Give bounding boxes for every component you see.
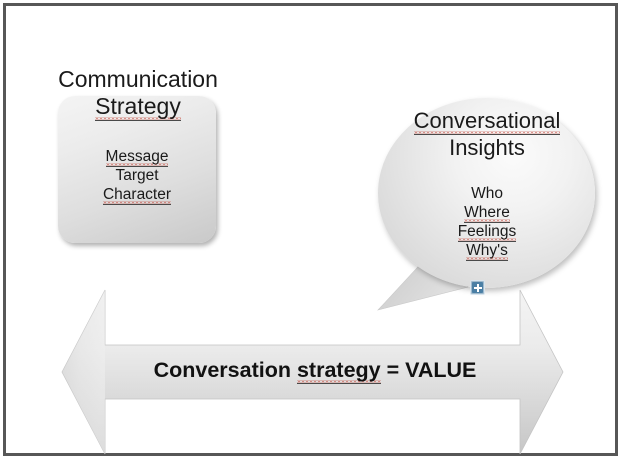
value-label-part3: = VALUE xyxy=(380,358,477,382)
strategy-item-target: Target xyxy=(115,166,159,184)
insights-item-whys: Why's xyxy=(466,241,508,261)
conversational-insights-title: Conversational Insights xyxy=(388,108,586,162)
strategy-title-line1: Communication xyxy=(58,66,218,92)
communication-strategy-shape[interactable] xyxy=(58,96,216,243)
strategy-title-line2: Strategy xyxy=(95,93,181,122)
value-label-part1: Conversation xyxy=(153,358,297,382)
conversational-insights-items: Who Where Feelings Why's xyxy=(388,185,586,261)
plus-glyph xyxy=(472,282,483,293)
insights-title-line2: Insights xyxy=(449,134,525,160)
insights-title-line1: Conversational xyxy=(413,108,561,135)
insights-item-feelings: Feelings xyxy=(457,222,517,242)
communication-strategy-items: Message Target Character xyxy=(58,148,216,205)
strategy-item-character: Character xyxy=(102,185,172,205)
insights-item-who: Who xyxy=(471,185,503,202)
strategy-item-message: Message xyxy=(105,148,169,167)
insights-item-where: Where xyxy=(464,203,510,223)
communication-strategy-title: Communication Strategy xyxy=(38,66,238,122)
value-arrow-label: Conversation strategy = VALUE xyxy=(105,358,525,384)
plus-icon[interactable] xyxy=(470,280,485,295)
value-label-part2: strategy xyxy=(296,358,381,384)
